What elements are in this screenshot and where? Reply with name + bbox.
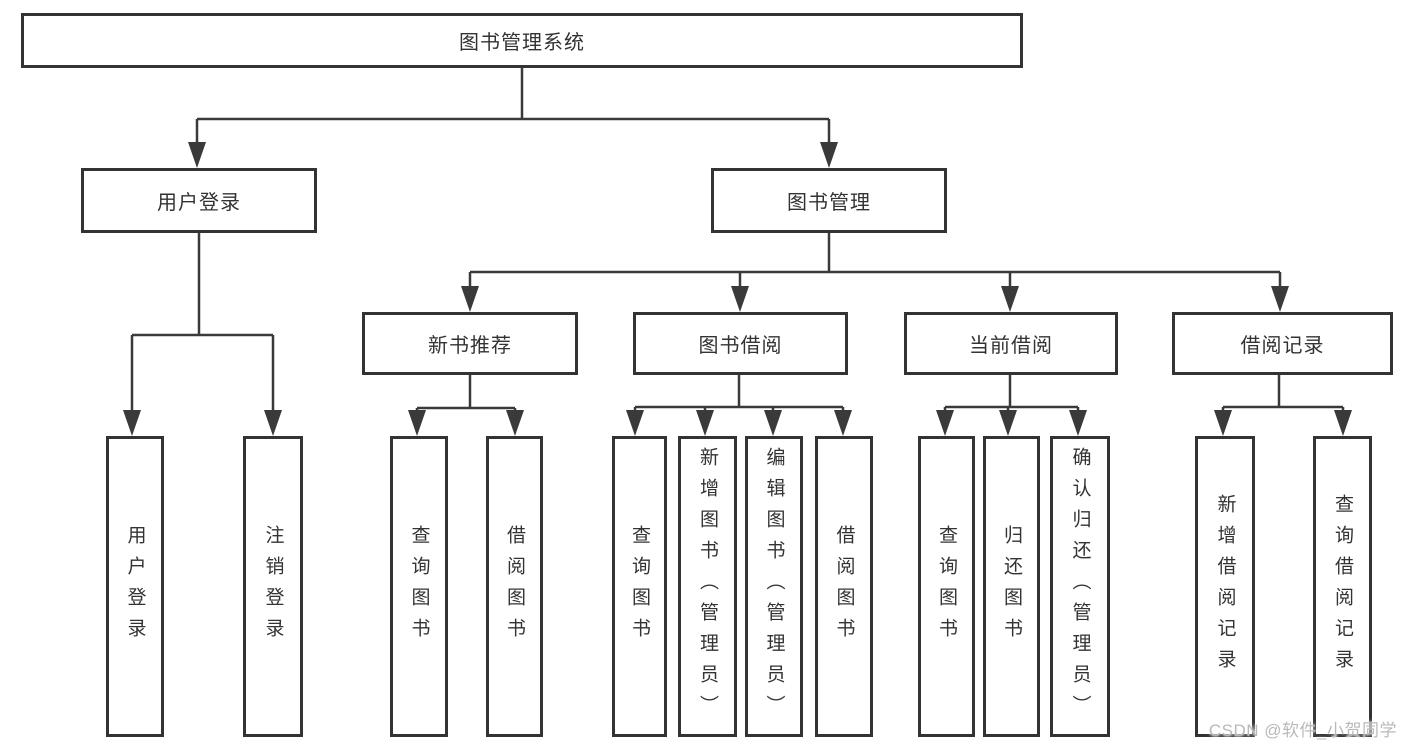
leaf-nbr-borrow-books: 借阅图书 [486,436,543,737]
arrow-down-icon [999,410,1017,436]
node-user-login: 用户登录 [81,168,317,233]
leaf-cb-confirm-return-admin: 确认归还（管理员） [1050,436,1110,737]
arrow-down-icon [731,286,749,312]
arrow-down-icon [506,410,524,436]
arrow-down-icon [264,410,282,436]
leaf-label: 归还图书 [1001,524,1022,649]
arrow-down-icon [936,410,954,436]
arrow-down-icon [834,410,852,436]
node-label: 新书推荐 [428,335,512,357]
arrow-down-icon [696,410,714,436]
node-new-book-recommend: 新书推荐 [362,312,578,375]
node-current-borrow: 当前借阅 [904,312,1118,375]
arrow-down-icon [1214,410,1232,436]
arrow-down-icon [188,142,206,168]
node-book-mgmt-label: 图书管理 [787,192,871,214]
leaf-label: 确认归还（管理员） [1069,447,1091,726]
arrow-down-icon [820,142,838,168]
node-label: 当前借阅 [969,335,1053,357]
arrow-down-icon [1001,286,1019,312]
leaf-label: 查询图书 [408,524,430,649]
leaf-label: 注销登录 [262,524,284,649]
connector-current-borrow-children [936,375,1087,436]
leaf-label: 查询借阅记录 [1332,493,1353,680]
leaf-label: 用户登录 [124,524,146,649]
arrow-down-icon [626,410,644,436]
node-borrow-records: 借阅记录 [1172,312,1393,375]
leaf-cb-query-books: 查询图书 [918,436,975,737]
leaf-label: 借阅图书 [504,524,525,649]
leaf-label: 新增借阅记录 [1214,493,1236,680]
leaf-label: 查询图书 [629,524,650,649]
connector-book-borrow-children [626,375,852,436]
leaf-nbr-query-books: 查询图书 [390,436,448,737]
arrow-down-icon [123,410,141,436]
leaf-bb-query-books: 查询图书 [612,436,667,737]
arrow-down-icon [764,410,782,436]
leaf-br-add-record: 新增借阅记录 [1195,436,1255,737]
leaf-label: 借阅图书 [833,524,855,649]
connector-new-book-children [408,375,524,436]
leaf-br-query-record: 查询借阅记录 [1313,436,1372,737]
arrow-down-icon [1271,286,1289,312]
leaf-logout: 注销登录 [243,436,303,737]
node-user-login-label: 用户登录 [157,192,241,214]
node-root: 图书管理系统 [21,13,1023,68]
node-root-label: 图书管理系统 [459,32,585,54]
arrow-down-icon [408,410,426,436]
leaf-bb-borrow-books: 借阅图书 [815,436,873,737]
node-book-borrow: 图书借阅 [633,312,848,375]
connector-root-to-level2 [188,68,838,168]
arrow-down-icon [1069,410,1087,436]
connector-book-mgmt-to-level3 [461,232,1289,312]
node-book-mgmt: 图书管理 [711,168,947,233]
csdn-watermark: CSDN @软件_小贺同学 [1208,721,1397,740]
connector-borrow-records-children [1214,375,1352,436]
arrow-down-icon [1334,410,1352,436]
leaf-label: 新增图书（管理员） [697,447,718,726]
leaf-label: 编辑图书（管理员） [763,447,785,726]
node-label: 图书借阅 [698,335,783,357]
leaf-bb-edit-books-admin: 编辑图书（管理员） [745,436,803,737]
leaf-bb-add-books-admin: 新增图书（管理员） [678,436,737,737]
node-label: 借阅记录 [1240,335,1325,357]
arrow-down-icon [461,286,479,312]
leaf-user-login: 用户登录 [106,436,164,737]
leaf-label: 查询图书 [936,524,957,649]
leaf-cb-return-books: 归还图书 [983,436,1040,737]
connector-user-login-children [123,232,282,436]
